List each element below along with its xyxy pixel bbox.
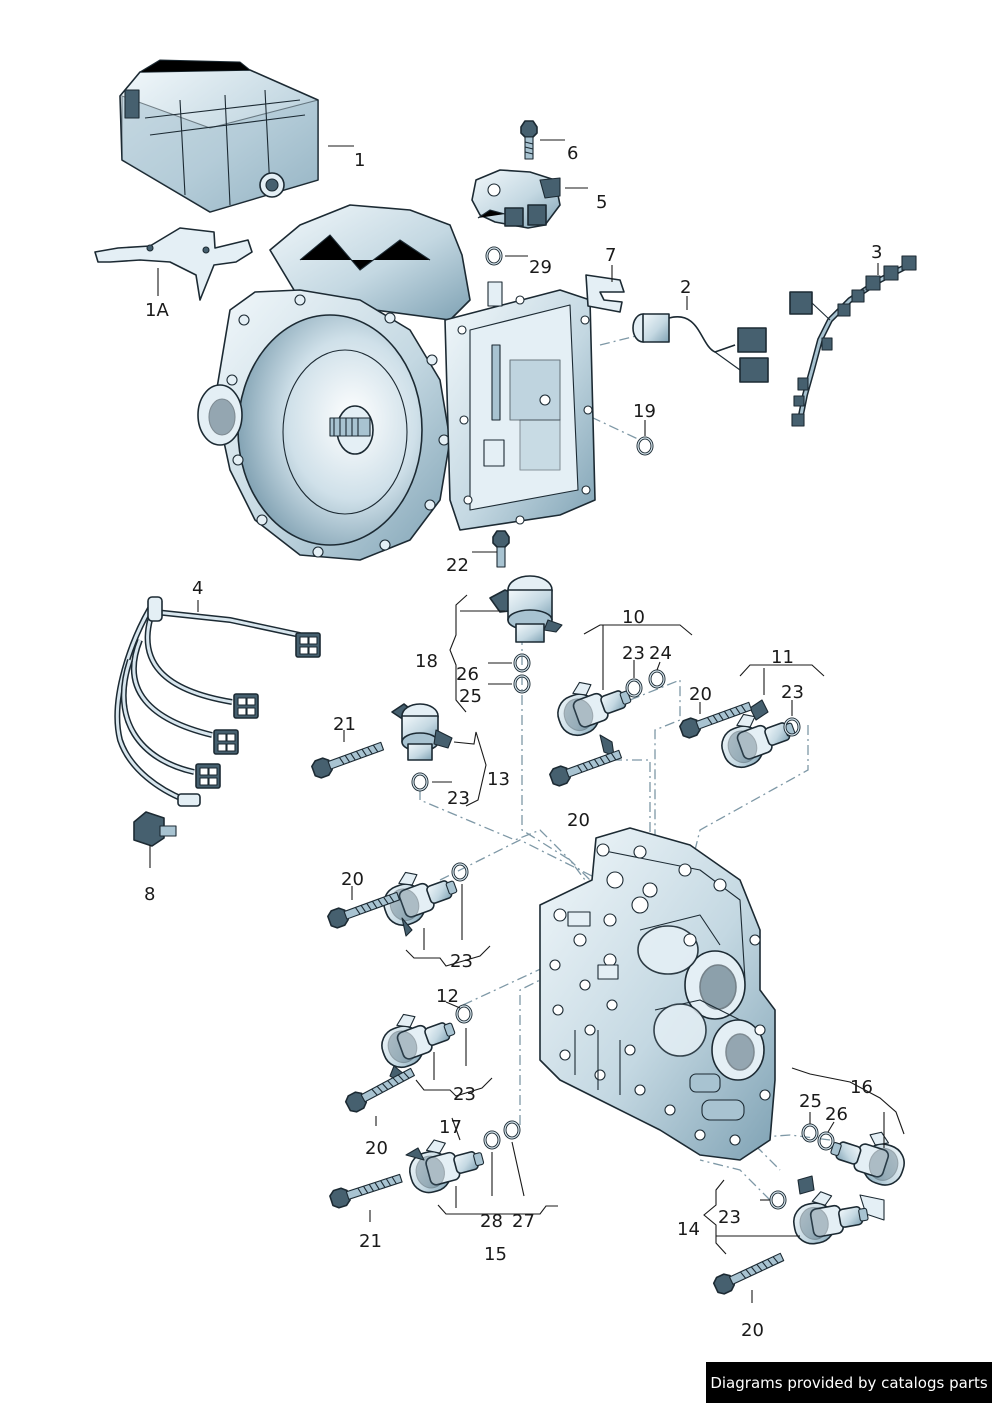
range-switch-5[interactable] [471,169,561,229]
label-21-b: 21 [359,1231,382,1252]
label-13: 13 [487,769,510,790]
control-unit[interactable] [119,59,319,213]
label-1a: 1A [145,300,169,321]
o-ring-19[interactable] [636,436,654,456]
wiring-connector-2[interactable] [632,313,769,383]
bolt-20-14[interactable] [711,1247,787,1297]
o-ring-23-14[interactable] [769,1190,787,1210]
o-ring-23-10[interactable] [625,678,643,698]
label-26-b: 26 [825,1104,848,1125]
label-23-b: 23 [781,682,804,703]
label-20-c: 20 [341,869,364,890]
o-ring-23-mid-left[interactable] [451,862,469,882]
sensor-8[interactable] [133,811,177,847]
solenoid-17[interactable] [402,1128,489,1198]
o-ring-23-12[interactable] [455,1004,473,1024]
label-21-a: 21 [333,714,356,735]
solenoid-13[interactable] [391,703,453,761]
label-25-a: 25 [459,686,482,707]
label-3: 3 [871,242,882,263]
label-20-e: 20 [741,1320,764,1341]
label-16: 16 [850,1077,873,1098]
label-24: 24 [649,643,672,664]
bolt-21-lower[interactable] [327,1168,405,1211]
solenoid-18[interactable] [489,575,563,643]
wiring-harness-4[interactable] [114,596,321,807]
mounting-bracket[interactable] [94,227,253,301]
label-23-c: 23 [447,788,470,809]
o-ring-23-13[interactable] [411,772,429,792]
label-29: 29 [529,257,552,278]
label-23-a: 23 [622,643,645,664]
label-20-b: 20 [567,810,590,831]
bolt-6[interactable] [520,120,538,160]
label-7: 7 [605,245,616,266]
valve-body[interactable] [539,827,776,1161]
label-2: 2 [680,277,691,298]
label-10: 10 [622,607,645,628]
solenoid-11[interactable] [712,699,801,774]
label-27: 27 [512,1211,535,1232]
label-5: 5 [596,192,607,213]
label-14: 14 [677,1219,700,1240]
solenoid-mid-left[interactable] [374,857,463,937]
label-1: 1 [354,150,365,171]
credit-banner: Diagrams provided by catalogs parts [706,1362,992,1403]
wiring-harness-3[interactable] [789,255,917,427]
o-ring-24[interactable] [648,669,666,689]
solenoid-16[interactable] [825,1118,913,1221]
bolt-22[interactable] [492,530,510,568]
o-ring-25-16[interactable] [801,1123,819,1143]
solenoid-10[interactable] [548,667,637,757]
label-23-f: 23 [718,1207,741,1228]
o-ring-26-16[interactable] [817,1131,835,1151]
label-6: 6 [567,143,578,164]
label-4: 4 [192,578,203,599]
label-19: 19 [633,401,656,422]
label-17: 17 [439,1117,462,1138]
bolt-20-12[interactable] [343,1063,418,1115]
label-12: 12 [436,986,459,1007]
o-ring-28[interactable] [483,1130,501,1150]
label-15: 15 [484,1244,507,1265]
retaining-clip-7[interactable] [585,274,625,313]
label-20-a: 20 [689,684,712,705]
transmission-housing[interactable] [197,204,596,561]
label-28: 28 [480,1211,503,1232]
label-20-d: 20 [365,1138,388,1159]
label-18: 18 [415,651,438,672]
o-ring-29[interactable] [485,246,503,266]
label-8: 8 [144,884,155,905]
label-22: 22 [446,555,469,576]
label-11: 11 [771,647,794,668]
callout-leaders [149,139,905,1303]
label-23-e: 23 [453,1084,476,1105]
solenoid-14[interactable] [788,1175,872,1248]
label-25-b: 25 [799,1091,822,1112]
o-ring-27[interactable] [503,1120,521,1140]
solenoid-12[interactable] [372,999,461,1083]
callout-labels: 1 1A 2 3 4 5 6 7 8 10 11 12 13 14 15 16 … [144,143,882,1341]
label-23-d: 23 [450,951,473,972]
bolt-21-upper[interactable] [309,736,387,781]
label-26-a: 26 [456,664,479,685]
